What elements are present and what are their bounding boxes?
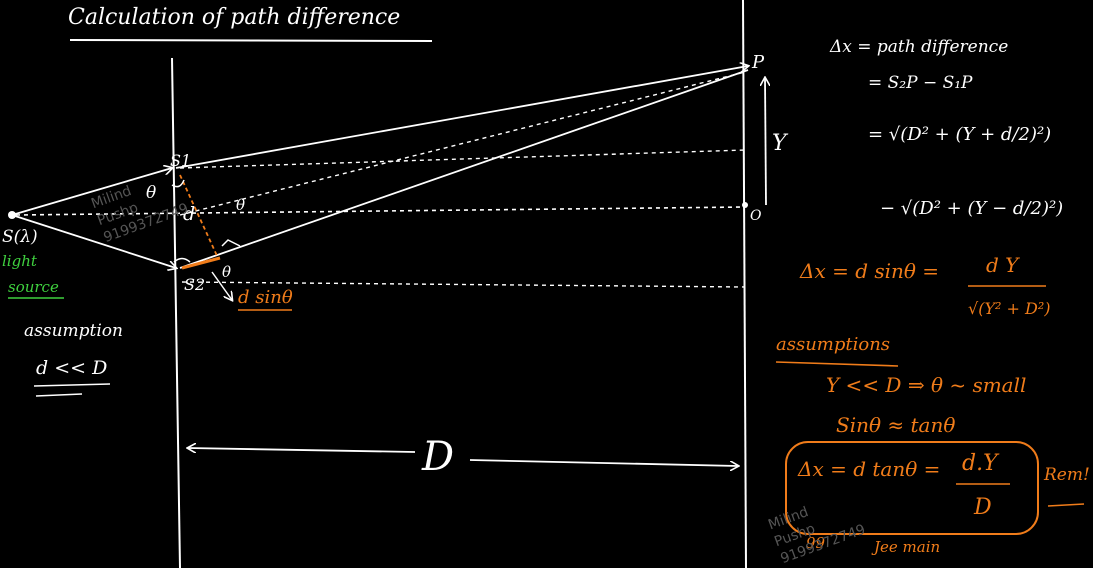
ray-source-to-s1	[11, 168, 172, 216]
formula-line-4: − √(D² + (Y − d/2)²)	[880, 198, 1063, 219]
source-caption-source: source	[8, 278, 59, 296]
slit1-label: S1	[170, 151, 191, 170]
assumption-left-underline2	[35, 393, 83, 397]
angle-mark-top: θ	[236, 196, 245, 214]
theta-label: θ	[146, 183, 156, 203]
y-distance-label: Y	[772, 131, 789, 156]
dotted-axis-line	[15, 206, 746, 216]
ray-s1-to-p	[175, 66, 748, 169]
assumption-small-angle: Y << D ⇒ θ ~ small	[826, 373, 1026, 397]
formula-line-1: Δx = path difference	[829, 37, 1008, 57]
assumptions-title: assumptions	[776, 334, 890, 355]
point-o-label: O	[750, 208, 762, 224]
screen-line	[742, 0, 747, 568]
result-numerator: d Y	[986, 253, 1020, 277]
dotted-midpoint-to-p	[179, 71, 746, 216]
exam-note: Jee main	[871, 538, 940, 556]
ray-s2-to-p	[179, 69, 749, 269]
formula-line-3: = √(D² + (Y + d/2)²)	[868, 124, 1051, 145]
dsin-pointer-arrow	[211, 271, 232, 300]
result-denominator: √(Y² + D²)	[968, 299, 1050, 318]
d-arrow-right	[469, 459, 738, 466]
watermark-right: Milind Pushp 9199372749	[766, 504, 867, 567]
right-angle-mark	[221, 239, 241, 247]
remember-underline	[1047, 503, 1085, 507]
distance-d-label: D	[421, 434, 454, 480]
page-title: Calculation of path difference	[68, 5, 400, 30]
ray-source-to-s2	[11, 214, 176, 268]
dotted-s1-horizontal	[179, 149, 746, 169]
boxed-formula-lhs: Δx = d tanθ =	[797, 457, 940, 481]
perpendicular-dashed	[179, 174, 219, 259]
angle-mark-bottom: θ	[222, 263, 231, 281]
slit2-label: S2	[184, 275, 205, 294]
point-p-label: P	[751, 52, 765, 73]
dotted-s2-horizontal	[181, 281, 746, 288]
slit-separation-label: d	[183, 203, 195, 225]
assumption-left-underline1	[33, 383, 111, 387]
point-o-dot	[742, 202, 748, 208]
boxed-formula-denominator: D	[973, 495, 992, 520]
remember-note: Rem!	[1043, 465, 1090, 485]
boxed-formula-numerator: d.Y	[962, 451, 1000, 476]
angle-arc-s1	[171, 179, 185, 188]
result-lhs: Δx = d sinθ =	[799, 259, 939, 283]
formula-line-2: = S₂P − S₁P	[868, 73, 973, 93]
source-caption-light: light	[2, 252, 38, 270]
assumption-left-expr: d << D	[36, 357, 107, 379]
angle-arc-s2	[173, 257, 191, 263]
path-difference-segment	[181, 256, 221, 270]
y-distance-arrow	[765, 78, 766, 206]
slit-barrier-line	[171, 57, 181, 568]
source-label: S(λ)	[2, 227, 38, 247]
assumptions-title-underline	[775, 361, 899, 367]
year-note: 99	[806, 534, 826, 552]
d-arrow-left	[188, 448, 416, 452]
title-underline	[69, 39, 433, 42]
dsin-label: d sinθ	[238, 287, 293, 308]
boxed-formula-frame	[785, 441, 1039, 535]
assumption-left-title: assumption	[24, 321, 123, 341]
assumption-sin-tan: Sinθ ≈ tanθ	[836, 413, 955, 437]
